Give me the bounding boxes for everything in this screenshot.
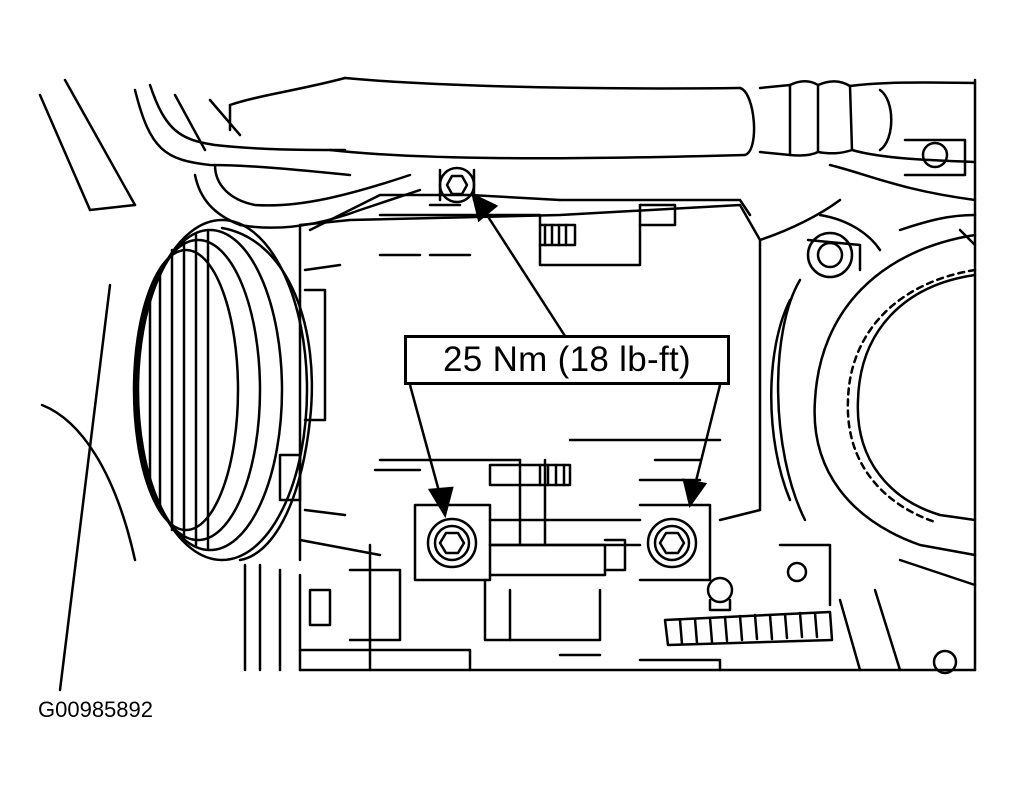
timing-belt xyxy=(770,233,977,557)
upper-mounting-bolt xyxy=(438,166,476,204)
figure-id: G00985892 xyxy=(38,697,153,722)
upper-hose xyxy=(228,76,977,164)
torque-specification-callout: 25 Nm (18 lb-ft) xyxy=(404,335,730,385)
tensioner-assembly xyxy=(758,138,977,279)
left-body-lines xyxy=(38,78,137,692)
engine-block-lower xyxy=(243,543,977,675)
compressor-pulley xyxy=(132,218,314,562)
refrigerant-line xyxy=(133,83,422,229)
callout-leaders xyxy=(408,192,722,519)
mounting-bracket xyxy=(413,458,712,642)
lower-left-bolt xyxy=(426,517,478,569)
lower-right-bolt xyxy=(646,517,698,569)
